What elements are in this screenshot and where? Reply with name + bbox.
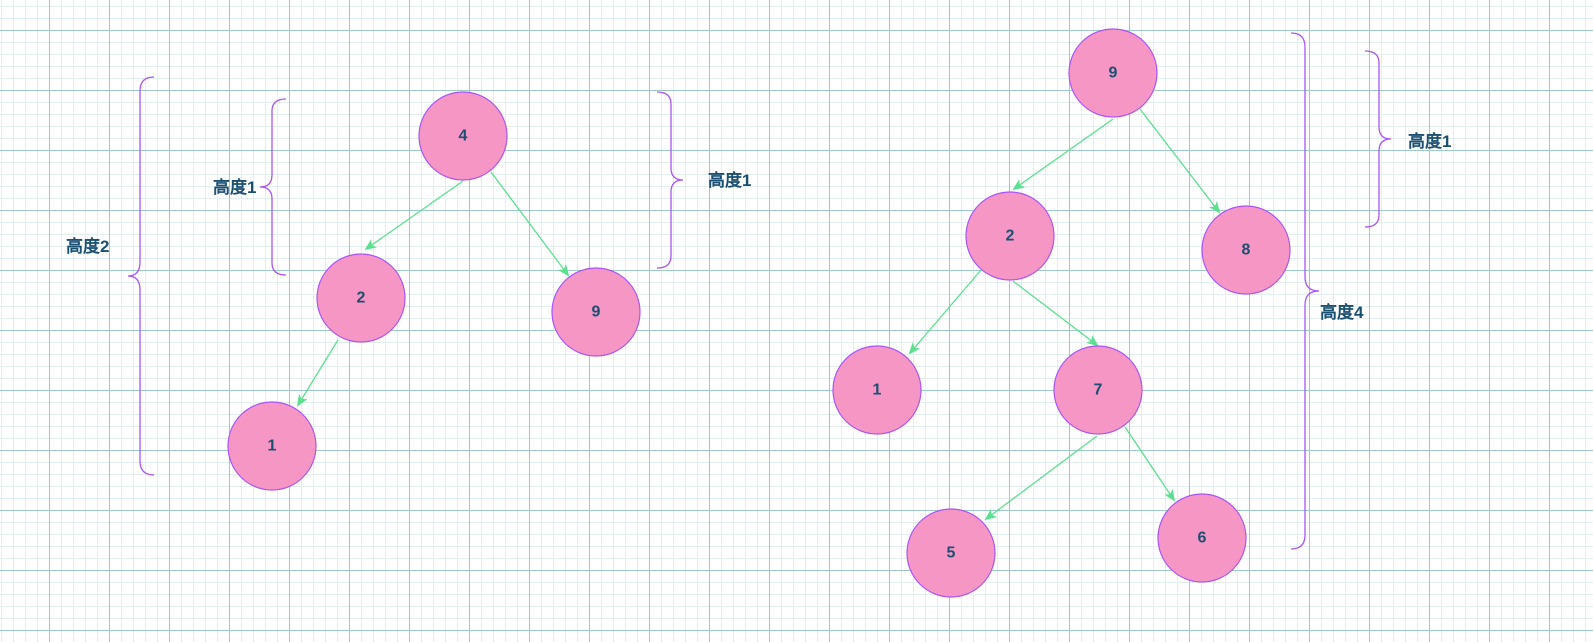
tree-node-5: 5 bbox=[906, 508, 996, 598]
edge-9-to-2 bbox=[1012, 118, 1114, 191]
edge-2-to-1 bbox=[908, 269, 982, 355]
node-label: 2 bbox=[357, 290, 366, 307]
right-tree: 9 2 8 1 7 5 6 bbox=[832, 28, 1451, 598]
height-label: 高度1 bbox=[708, 170, 751, 190]
height-label: 高度4 bbox=[1320, 302, 1364, 322]
edge-7-to-6 bbox=[1124, 426, 1176, 502]
node-label: 9 bbox=[1109, 65, 1118, 82]
node-label: 8 bbox=[1242, 242, 1251, 259]
tree-node-8: 8 bbox=[1201, 205, 1291, 295]
height-brace-top bbox=[1364, 50, 1392, 228]
edge-2-to-1 bbox=[296, 339, 339, 407]
height-brace-right-subtree bbox=[656, 91, 684, 269]
tree-node-9: 9 bbox=[551, 267, 641, 357]
node-label: 7 bbox=[1094, 382, 1103, 399]
edge-4-to-9 bbox=[490, 171, 570, 277]
tree-node-1: 1 bbox=[227, 401, 317, 491]
tree-node-6: 6 bbox=[1157, 493, 1247, 583]
node-label: 9 bbox=[592, 304, 601, 321]
edge-4-to-2 bbox=[364, 180, 464, 251]
height-brace-full-tree bbox=[1290, 32, 1320, 550]
node-label: 4 bbox=[459, 128, 468, 145]
node-label: 6 bbox=[1198, 530, 1207, 547]
node-label: 1 bbox=[873, 382, 882, 399]
height-label: 高度2 bbox=[66, 236, 109, 256]
tree-node-4: 4 bbox=[418, 91, 508, 181]
node-label: 5 bbox=[947, 545, 956, 562]
tree-node-2: 2 bbox=[965, 191, 1055, 281]
edge-9-to-8 bbox=[1139, 108, 1221, 214]
edge-7-to-5 bbox=[984, 435, 1098, 521]
node-label: 1 bbox=[268, 438, 277, 455]
left-tree: 4 2 9 1 高度2 高度1 高度1 bbox=[66, 76, 751, 491]
tree-node-2: 2 bbox=[316, 253, 406, 343]
height-brace-outer bbox=[127, 76, 155, 476]
height-label: 高度1 bbox=[1408, 131, 1451, 151]
height-label: 高度1 bbox=[213, 177, 256, 197]
node-label: 2 bbox=[1006, 228, 1015, 245]
tree-node-7: 7 bbox=[1053, 345, 1143, 435]
height-brace-left-subtree bbox=[259, 98, 287, 276]
tree-node-9: 9 bbox=[1068, 28, 1158, 118]
tree-node-1: 1 bbox=[832, 345, 922, 435]
edge-2-to-7 bbox=[1012, 280, 1099, 347]
